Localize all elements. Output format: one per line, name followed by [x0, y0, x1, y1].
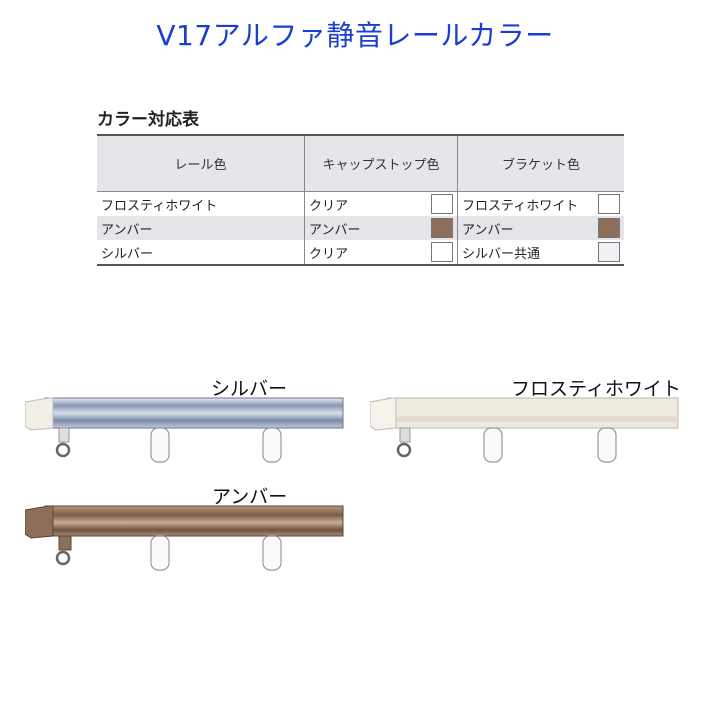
color-swatch	[598, 218, 620, 238]
color-table: レール色 キャップストップ色 ブラケット色 フロスティホワイト クリア フロステ…	[97, 134, 624, 266]
bracket-color-cell: フロスティホワイト	[458, 192, 625, 217]
cap-color-cell: クリア	[304, 240, 458, 266]
white-rail-label: フロスティホワイト	[511, 378, 681, 400]
header-cap-color: キャップストップ色	[304, 134, 458, 192]
white-rail-image	[370, 397, 679, 463]
table-row: アンバー アンバー アンバー	[97, 216, 624, 240]
bracket-color-text: アンバー	[462, 222, 514, 238]
table-row: シルバー クリア シルバー共通	[97, 240, 624, 266]
bracket-color-cell: シルバー共通	[457, 240, 624, 266]
rail-color-cell: アンバー	[97, 216, 305, 240]
rail-color-cell: フロスティホワイト	[97, 191, 305, 216]
bracket-color-text: シルバー共通	[462, 246, 541, 262]
table-caption: カラー対応表	[97, 110, 199, 130]
header-rail-color: レール色	[97, 134, 305, 192]
color-swatch	[431, 218, 453, 238]
header-bracket-color: ブラケット色	[457, 134, 624, 192]
bracket-color-cell: アンバー	[457, 216, 624, 240]
amber-rail-label: アンバー	[212, 486, 288, 508]
cap-color-text: クリア	[309, 246, 349, 262]
page-title: V17アルファ静音レールカラー	[156, 19, 554, 52]
cap-color-cell: クリア	[304, 191, 458, 216]
cap-color-text: アンバー	[309, 222, 361, 238]
amber-rail-image	[25, 505, 344, 571]
color-swatch	[598, 194, 620, 214]
rail-color-cell: シルバー	[97, 240, 305, 266]
silver-rail-image	[25, 397, 344, 463]
silver-rail-label: シルバー	[211, 378, 288, 400]
cap-color-text: クリア	[309, 198, 349, 214]
table-header-row: レール色 キャップストップ色 ブラケット色	[97, 134, 624, 192]
color-swatch	[431, 242, 453, 262]
table-row: フロスティホワイト クリア フロスティホワイト	[97, 191, 625, 217]
cap-color-cell: アンバー	[304, 216, 458, 240]
color-swatch	[431, 194, 453, 214]
bracket-color-text: フロスティホワイト	[462, 198, 579, 214]
color-swatch	[598, 242, 620, 262]
